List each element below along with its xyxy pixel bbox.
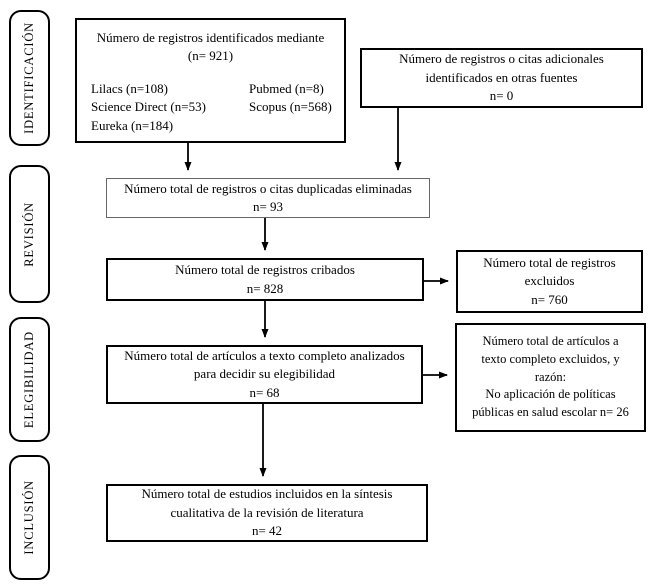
stage-label-revision: REVISIÓN (9, 165, 50, 303)
box-additional-sources-text: Número de registros o citas adicionales … (399, 51, 604, 104)
box-records-excluded: Número total de registros excluidos n= 7… (456, 250, 643, 313)
sources-column-left: Lilacs (n=108) Science Direct (n=53) Eur… (91, 80, 206, 133)
box-records-excluded-text: Número total de registros excluidos n= 7… (483, 254, 616, 307)
stage-label-elegibilidad: ELEGIBILIDAD (9, 317, 50, 442)
stage-label-revision-text: REVISIÓN (22, 201, 36, 267)
stage-label-inclusion-text: INCLUSIÓN (22, 480, 36, 555)
stage-label-identificacion-text: IDENTIFICACIÓN (22, 22, 36, 134)
box-fulltext-assessed: Número total de artículos a texto comple… (106, 345, 423, 404)
box-records-identified: Número de registros identificados median… (75, 18, 346, 143)
box-records-screened: Número total de registros cribados n= 82… (106, 258, 424, 301)
box-fulltext-excluded-text: Número total de artículos a texto comple… (472, 334, 629, 420)
sources-column-right: Pubmed (n=8) Scopus (n=568) (249, 80, 332, 115)
box-additional-sources: Número de registros o citas adicionales … (360, 48, 643, 108)
box-studies-included: Número total de estudios incluidos en la… (106, 484, 428, 542)
box-duplicates-removed-text: Número total de registros o citas duplic… (124, 180, 412, 214)
box-duplicates-removed: Número total de registros o citas duplic… (106, 178, 430, 218)
box-fulltext-excluded: Número total de artículos a texto comple… (455, 323, 646, 432)
stage-label-inclusion: INCLUSIÓN (9, 455, 50, 580)
box-fulltext-assessed-text: Número total de artículos a texto comple… (124, 347, 405, 400)
box-studies-included-text: Número total de estudios incluidos en la… (141, 486, 393, 539)
box-records-screened-text: Número total de registros cribados n= 82… (175, 262, 355, 296)
box-records-identified-sources: Lilacs (n=108) Science Direct (n=53) Eur… (77, 80, 344, 135)
stage-label-elegibilidad-text: ELEGIBILIDAD (22, 330, 36, 429)
box-records-identified-title: Número de registros identificados median… (96, 30, 325, 64)
stage-label-identificacion: IDENTIFICACIÓN (9, 10, 50, 146)
